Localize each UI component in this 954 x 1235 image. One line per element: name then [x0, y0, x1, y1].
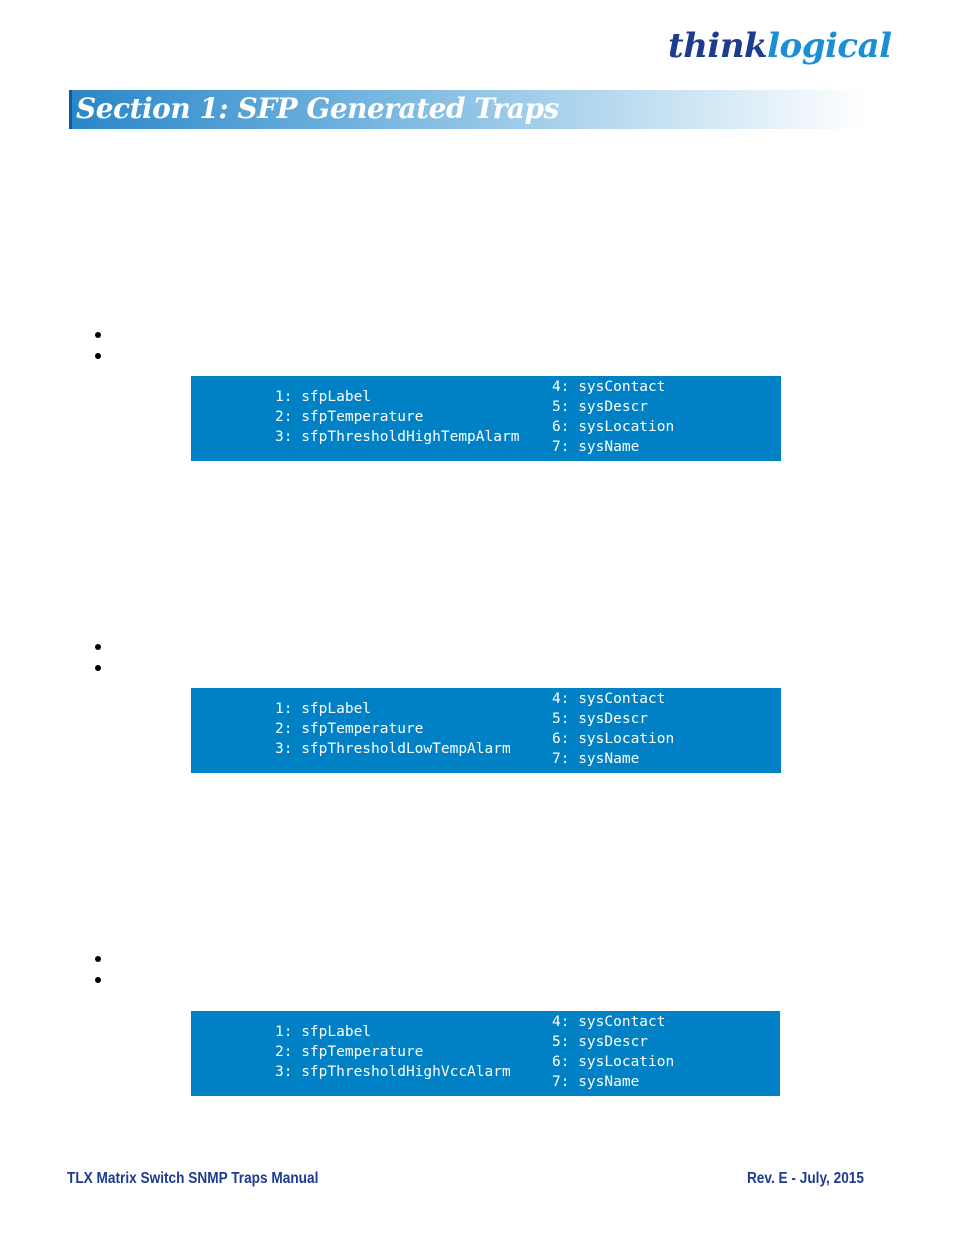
varbind: 4: sysContact [552, 1014, 666, 1030]
bullet [95, 644, 101, 650]
bullet [95, 665, 101, 671]
varbind: 4: sysContact [552, 691, 666, 707]
varbind: 5: sysDescr [552, 399, 649, 415]
trap-varbind-box: 1: sfpLabel 2: sfpTemperature 3: sfpThresh… [191, 1011, 780, 1096]
varbind: 2: sfpTemperature [275, 1044, 424, 1060]
varbind: 2: sfpTemperature [275, 409, 424, 425]
varbind: 7: sysName [552, 439, 640, 455]
varbind: 4: sysContact [552, 379, 666, 395]
varbind: 7: sysName [552, 751, 640, 767]
footer-manual-title: TLX Matrix Switch SNMP Traps Manual [67, 1170, 319, 1187]
section-title: Section 1: SFP Generated Traps [76, 92, 559, 125]
varbind: 1: sfpLabel [275, 389, 372, 405]
varbind: 7: sysName [552, 1074, 640, 1090]
logo-logical: logical [767, 26, 892, 66]
varbind: 3: sfpThresholdHighTempAlarm [275, 429, 520, 445]
varbind: 2: sfpTemperature [275, 721, 424, 737]
bullet [95, 956, 101, 962]
bullet [95, 332, 101, 338]
varbind: 5: sysDescr [552, 1034, 649, 1050]
varbind: 6: sysLocation [552, 731, 675, 747]
bullet [95, 977, 101, 983]
varbind: 1: sfpLabel [275, 1024, 372, 1040]
trap-varbind-box: 1: sfpLabel 2: sfpTemperature 3: sfpThresh… [191, 688, 781, 773]
varbind: 6: sysLocation [552, 1054, 675, 1070]
bullet [95, 353, 101, 359]
varbind: 6: sysLocation [552, 419, 675, 435]
trap-varbind-box: 1: sfpLabel 2: sfpTemperature 3: sfpThresh… [191, 376, 781, 461]
varbind: 1: sfpLabel [275, 701, 372, 717]
section-header-band: Section 1: SFP Generated Traps [69, 90, 866, 129]
logo-think: think [668, 26, 768, 66]
varbind: 3: sfpThresholdHighVccAlarm [275, 1064, 511, 1080]
footer-revision: Rev. E - July, 2015 [746, 1170, 864, 1187]
varbind: 3: sfpThresholdLowTempAlarm [275, 741, 511, 757]
varbind: 5: sysDescr [552, 711, 649, 727]
thinklogical-logo: thinklogical [668, 26, 892, 66]
